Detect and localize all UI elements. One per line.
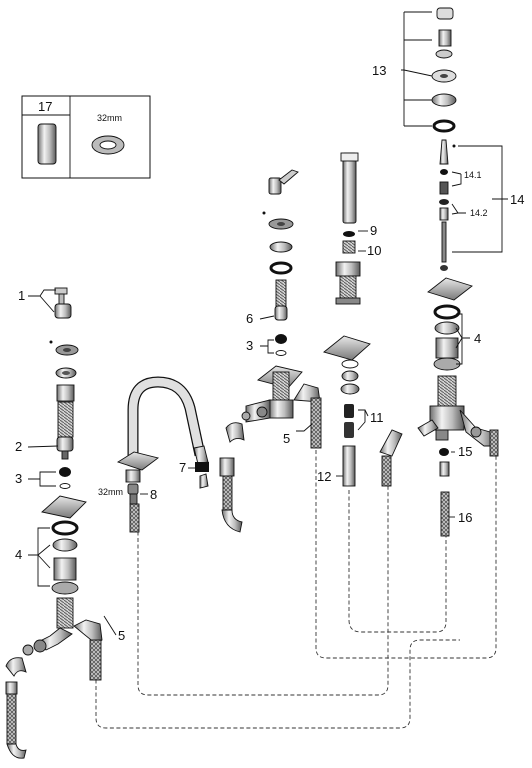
callout-6: 6 (246, 311, 253, 326)
callout-15: 15 (458, 444, 472, 459)
callout-7: 7 (179, 460, 186, 475)
callout-4-right: 4 (474, 331, 481, 346)
callout-12: 12 (317, 469, 331, 484)
callout-3-center: 3 (246, 338, 253, 353)
hand-shower-assembly (323, 152, 403, 487)
callout-14-2: 14.2 (470, 208, 488, 218)
center-valve-assembly (225, 169, 322, 449)
spout-32mm-label: 32mm (98, 487, 123, 497)
cartridge-sleeve-icon (37, 123, 57, 165)
spout-assembly (116, 376, 243, 533)
callout-10: 10 (367, 243, 381, 258)
callout-2: 2 (15, 439, 22, 454)
callout-5-left: 5 (118, 628, 125, 643)
callout-4-left: 4 (15, 547, 22, 562)
left-handle-assembly (5, 287, 103, 759)
callout-16: 16 (458, 510, 472, 525)
callout-17: 17 (38, 99, 52, 114)
dim-32mm-label: 32mm (97, 113, 122, 123)
part-17-box (21, 95, 151, 179)
callout-13: 13 (372, 63, 386, 78)
callout-5-center: 5 (283, 431, 290, 446)
leader-lines (27, 11, 508, 636)
right-diverter-assembly (417, 7, 499, 537)
callout-9: 9 (370, 223, 377, 238)
callout-14-1: 14.1 (464, 170, 482, 180)
callout-1: 1 (18, 288, 25, 303)
callout-3-left: 3 (15, 471, 22, 486)
callout-8: 8 (150, 487, 157, 502)
callout-11: 11 (370, 410, 384, 425)
hose-routing-lines (95, 450, 497, 729)
callout-14: 14 (510, 192, 524, 207)
